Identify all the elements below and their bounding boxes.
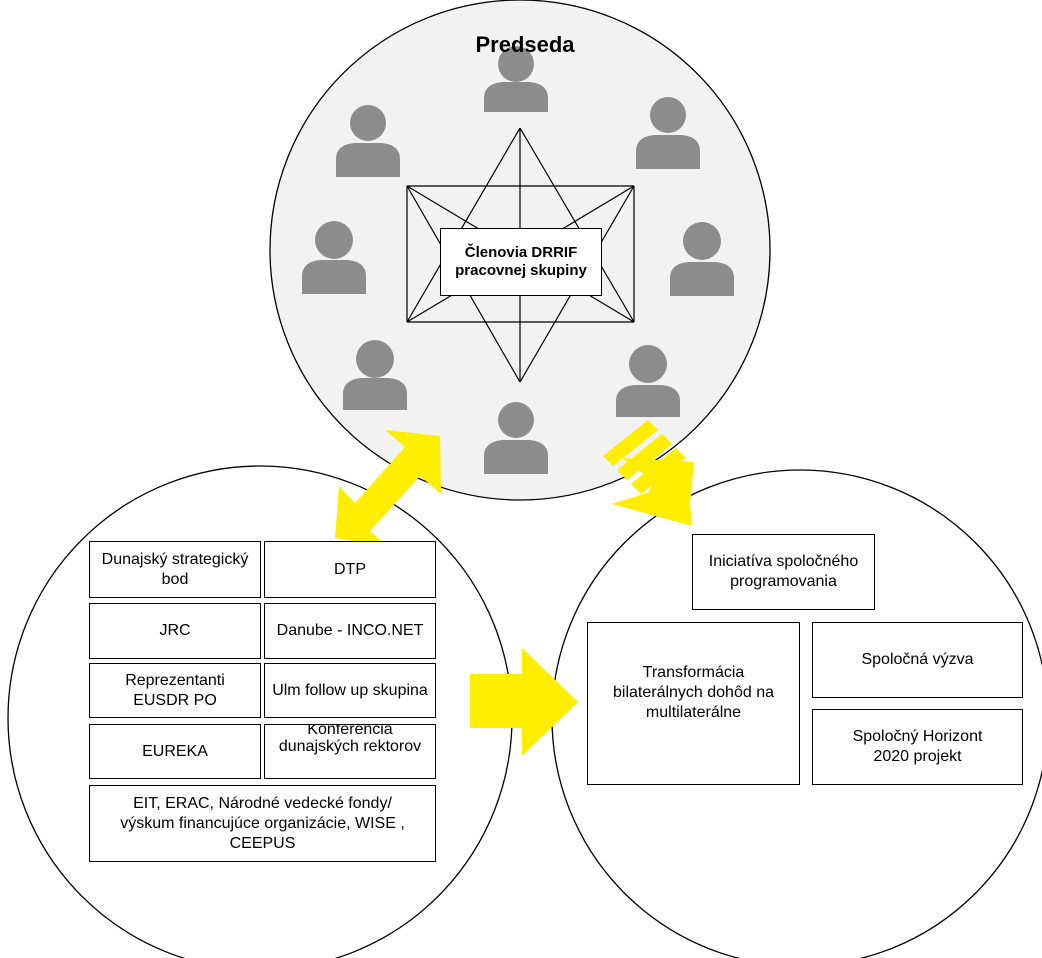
box-eusdr-representatives: Reprezentanti EUSDR PO — [89, 663, 261, 718]
person-icon — [302, 221, 366, 294]
person-icon — [616, 345, 680, 417]
chairman-title: Predseda — [475, 32, 575, 57]
people-group — [302, 46, 734, 474]
members-center-label: Členovia DRRIF pracovnej skupiny — [440, 228, 602, 296]
box-eureka: EUREKA — [89, 724, 261, 779]
person-icon — [636, 97, 700, 169]
box-danube-rectors-text: Konferencia dunajských rektorov — [278, 724, 422, 755]
person-icon — [343, 340, 407, 410]
box-danube-strategic-point: Dunajský strategický bod — [89, 541, 261, 598]
box-funding-organisations: EIT, ERAC, Národné vedecké fondy/ výskum… — [89, 785, 436, 862]
box-jrc: JRC — [89, 603, 261, 659]
box-danube-inco-net: Danube - INCO.NET — [264, 603, 436, 659]
box-danube-rectors-conference: Konferencia dunajských rektorov — [264, 724, 436, 779]
double-arrow — [335, 430, 441, 548]
box-ulm-follow-up: Ulm follow up skupina — [264, 663, 436, 718]
right-arrow — [470, 648, 578, 756]
person-icon — [484, 46, 548, 112]
striped-arrow — [603, 420, 694, 526]
box-bilateral-transformation: Transformácia bilaterálnych dohôd na mul… — [587, 622, 800, 785]
box-dtp: DTP — [264, 541, 436, 598]
person-icon — [670, 222, 734, 296]
box-joint-call: Spoločná výzva — [812, 622, 1023, 698]
person-icon — [484, 402, 548, 474]
box-joint-programming-initiative: Iniciatíva spoločného programovania — [692, 534, 875, 610]
person-icon — [336, 105, 400, 177]
box-joint-horizon-2020-project: Spoločný Horizont 2020 projekt — [812, 709, 1023, 785]
